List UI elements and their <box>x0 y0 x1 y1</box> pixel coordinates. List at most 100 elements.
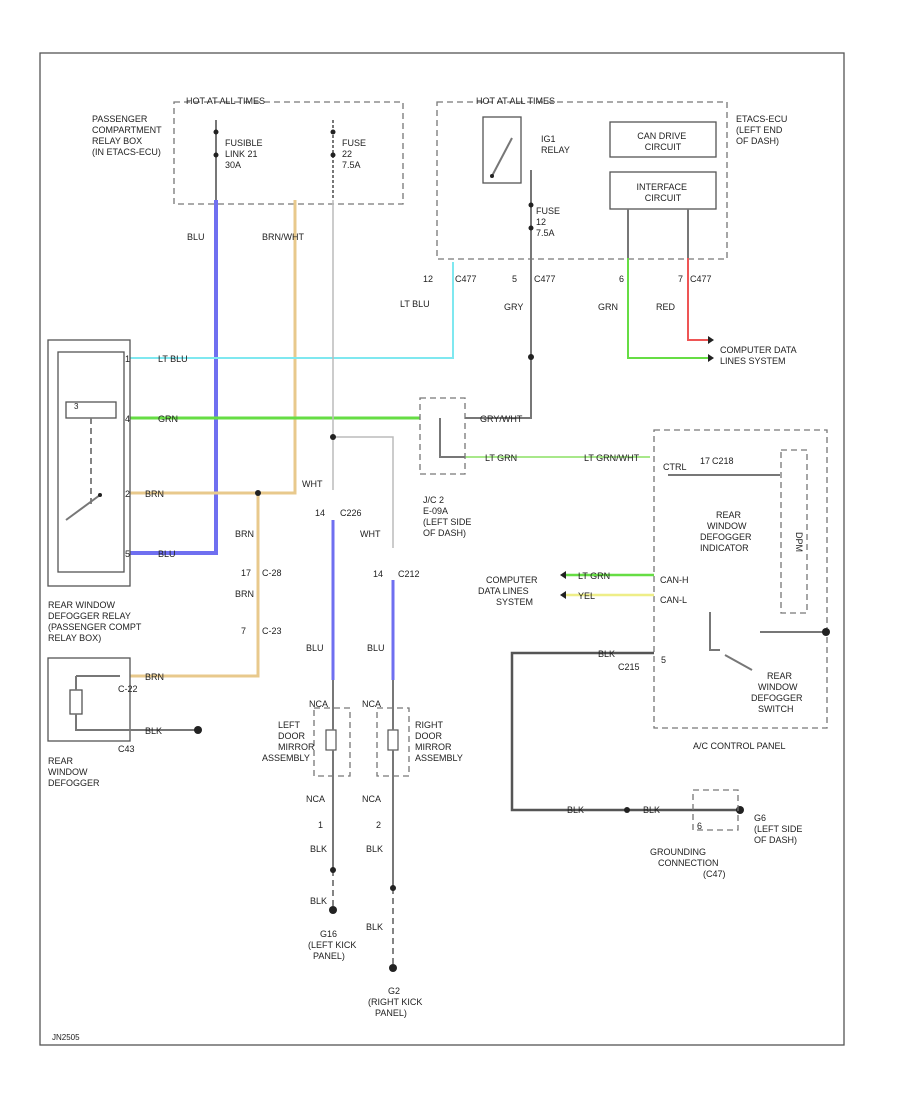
passenger-relay-box: HOT AT ALL TIMES PASSENGER COMPARTMENT R… <box>92 96 404 205</box>
svg-text:BLK: BLK <box>598 649 615 659</box>
fuse-22-label: FUSE 22 7.5A <box>342 138 369 170</box>
left-door-mirror: NCA LEFT DOOR MIRROR ASSEMBLY <box>262 680 351 808</box>
connector-c477: 12 C477 5 C477 6 7 C477 <box>423 274 712 284</box>
left-mirror-label: LEFT DOOR MIRROR ASSEMBLY <box>262 720 317 763</box>
svg-text:BLU: BLU <box>306 643 324 653</box>
wire-gry <box>465 258 532 419</box>
can-drive-label: CAN DRIVE CIRCUIT <box>637 131 689 152</box>
svg-text:GRN: GRN <box>158 414 178 424</box>
svg-text:BLK: BLK <box>310 896 327 906</box>
svg-text:DPM: DPM <box>794 532 804 552</box>
svg-text:WHT: WHT <box>360 529 381 539</box>
svg-text:C477: C477 <box>690 274 712 284</box>
wire-grn-cdl <box>627 258 708 359</box>
rear-window-defogger: C-22 C43 BLK <box>47 657 202 754</box>
svg-text:CAN-H: CAN-H <box>660 575 689 585</box>
svg-text:6: 6 <box>619 274 624 284</box>
svg-text:NCA: NCA <box>306 794 325 804</box>
svg-text:CTRL: CTRL <box>663 462 687 472</box>
grounding-connection-label: GROUNDING CONNECTION (C47) <box>650 847 726 879</box>
svg-text:LT BLU: LT BLU <box>400 299 430 309</box>
hot-at-all-times-left: HOT AT ALL TIMES <box>186 96 265 106</box>
svg-text:BLU: BLU <box>158 549 176 559</box>
svg-text:7: 7 <box>678 274 683 284</box>
svg-text:17: 17 <box>241 568 251 578</box>
ground-g16-label: G16 (LEFT KICK PANEL) <box>308 929 359 961</box>
pcr-box-label: PASSENGER COMPARTMENT RELAY BOX (IN ETAC… <box>92 114 164 157</box>
interface-label: INTERFACE CIRCUIT <box>636 182 689 203</box>
svg-text:4: 4 <box>125 414 130 424</box>
svg-text:GRY: GRY <box>504 302 523 312</box>
ground-g6-label: G6 (LEFT SIDE OF DASH) <box>754 813 805 845</box>
svg-text:LT GRN: LT GRN <box>578 571 610 581</box>
svg-text:BLK: BLK <box>366 844 383 854</box>
svg-text:C477: C477 <box>534 274 556 284</box>
wire-blk-ground <box>510 651 740 812</box>
svg-text:5: 5 <box>661 655 666 665</box>
svg-text:14: 14 <box>373 569 383 579</box>
svg-text:5: 5 <box>512 274 517 284</box>
svg-text:2: 2 <box>125 489 130 499</box>
svg-text:BLK: BLK <box>145 726 162 736</box>
svg-text:RED: RED <box>656 302 676 312</box>
hot-at-all-times-right: HOT AT ALL TIMES <box>476 96 555 106</box>
svg-text:YEL: YEL <box>578 591 595 601</box>
ac-control-panel: CTRL 17 C218 DPM REAR WINDOW DEFOGGER IN… <box>653 429 830 729</box>
svg-text:LT GRN/WHT: LT GRN/WHT <box>584 453 640 463</box>
wire-label-blu-1: BLU <box>187 232 205 242</box>
ac-control-panel-label: A/C CONTROL PANEL <box>693 741 786 751</box>
svg-text:7: 7 <box>241 626 246 636</box>
fuse-12-label: FUSE 12 7.5A <box>536 206 563 238</box>
svg-text:C-22: C-22 <box>118 684 138 694</box>
svg-text:C-23: C-23 <box>262 626 282 636</box>
svg-text:BLK: BLK <box>310 844 327 854</box>
wire-blu-main <box>130 200 218 555</box>
junction-jc2 <box>419 397 466 475</box>
svg-text:C477: C477 <box>455 274 477 284</box>
diagram-frame <box>39 52 845 1046</box>
svg-text:GRY/WHT: GRY/WHT <box>480 414 523 424</box>
svg-text:NCA: NCA <box>309 699 328 709</box>
svg-text:6: 6 <box>697 821 702 831</box>
svg-text:3: 3 <box>74 402 79 411</box>
wire-brn-defogger <box>130 493 260 678</box>
svg-text:14: 14 <box>315 508 325 518</box>
svg-text:BRN: BRN <box>235 529 254 539</box>
svg-text:NCA: NCA <box>362 794 381 804</box>
relay-label: REAR WINDOW DEFOGGER RELAY (PASSENGER CO… <box>48 600 144 643</box>
grounding-connector-box <box>692 789 739 831</box>
jc2-label: J/C 2 E-09A (LEFT SIDE OF DASH) <box>423 495 474 538</box>
svg-text:BRN: BRN <box>145 672 164 682</box>
svg-text:BRN: BRN <box>235 589 254 599</box>
svg-text:BRN: BRN <box>145 489 164 499</box>
svg-text:BLK: BLK <box>643 805 660 815</box>
wire-red-cdl <box>687 258 708 341</box>
svg-text:BLK: BLK <box>567 805 584 815</box>
rear-defogger-relay: 3 1 4 2 5 BLU <box>47 339 176 587</box>
svg-text:LT GRN: LT GRN <box>485 453 517 463</box>
svg-text:C-28: C-28 <box>262 568 282 578</box>
etacs-label: ETACS-ECU (LEFT END OF DASH) <box>736 114 790 146</box>
fusible-link-label: FUSIBLE LINK 21 30A <box>225 138 265 170</box>
svg-text:C215: C215 <box>618 662 640 672</box>
svg-text:C212: C212 <box>398 569 420 579</box>
ground-g2-label: G2 (RIGHT KICK PANEL) <box>368 986 425 1018</box>
svg-text:2: 2 <box>376 820 381 830</box>
svg-text:CAN-L: CAN-L <box>660 595 687 605</box>
etacs-ecu-box: HOT AT ALL TIMES ETACS-ECU (LEFT END OF … <box>436 96 790 260</box>
footer-code: JN2505 <box>52 1033 80 1042</box>
svg-text:C43: C43 <box>118 744 135 754</box>
ig1-relay-label: IG1 RELAY <box>541 134 570 155</box>
rear-defogger-switch-label: REAR WINDOW DEFOGGER SWITCH <box>751 671 805 714</box>
svg-text:C226: C226 <box>340 508 362 518</box>
svg-text:NCA: NCA <box>362 699 381 709</box>
svg-text:5: 5 <box>125 549 130 559</box>
wire-wht-right <box>333 436 394 548</box>
svg-text:C218: C218 <box>712 456 734 466</box>
svg-text:1: 1 <box>318 820 323 830</box>
cdl-left-label: COMPUTER DATA LINES SYSTEM <box>478 575 540 607</box>
svg-text:LT BLU: LT BLU <box>158 354 188 364</box>
right-mirror-label: RIGHT DOOR MIRROR ASSEMBLY <box>415 720 463 763</box>
right-door-mirror: NCA RIGHT DOOR MIRROR ASSEMBLY <box>362 680 463 808</box>
wire-brn-wht <box>130 200 297 495</box>
